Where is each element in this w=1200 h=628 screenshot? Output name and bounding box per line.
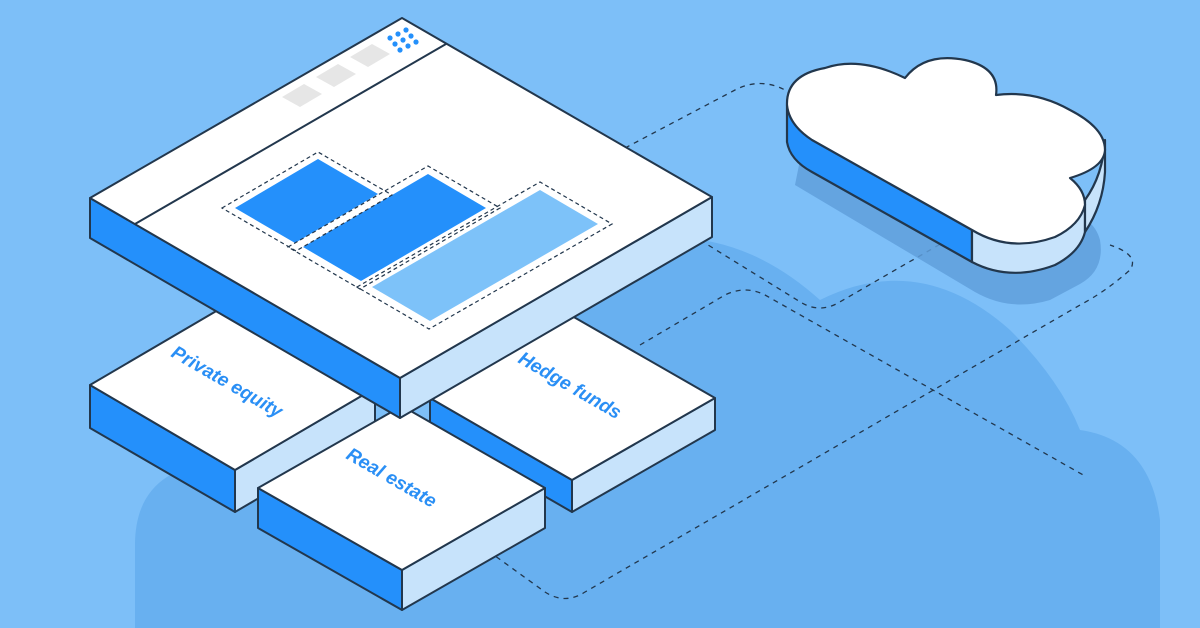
bar-1 (235, 159, 378, 243)
window-tab (350, 44, 390, 67)
bar-2-outline (286, 165, 502, 290)
bar-3 (372, 190, 598, 321)
bar-2 (303, 174, 486, 281)
connector-window-cloud (624, 82, 803, 149)
cloud-icon (785, 57, 1107, 274)
window-tabs (282, 44, 390, 107)
cloud-top (785, 57, 1107, 245)
dashed-connectors (479, 82, 1134, 600)
cloud-side-right (1083, 138, 1107, 234)
window-tab (282, 84, 322, 107)
bar-3-outline (355, 181, 614, 330)
window-tab (316, 64, 356, 87)
logo-icon (387, 27, 419, 53)
window-header-divider (134, 43, 447, 225)
bar-1-outline (220, 151, 394, 252)
connector-hedge-to-cloud (639, 289, 1086, 477)
dashboard-window (89, 17, 713, 419)
tile-real-estate: Real estate (257, 405, 546, 611)
bar-chart-graphic (220, 151, 614, 330)
